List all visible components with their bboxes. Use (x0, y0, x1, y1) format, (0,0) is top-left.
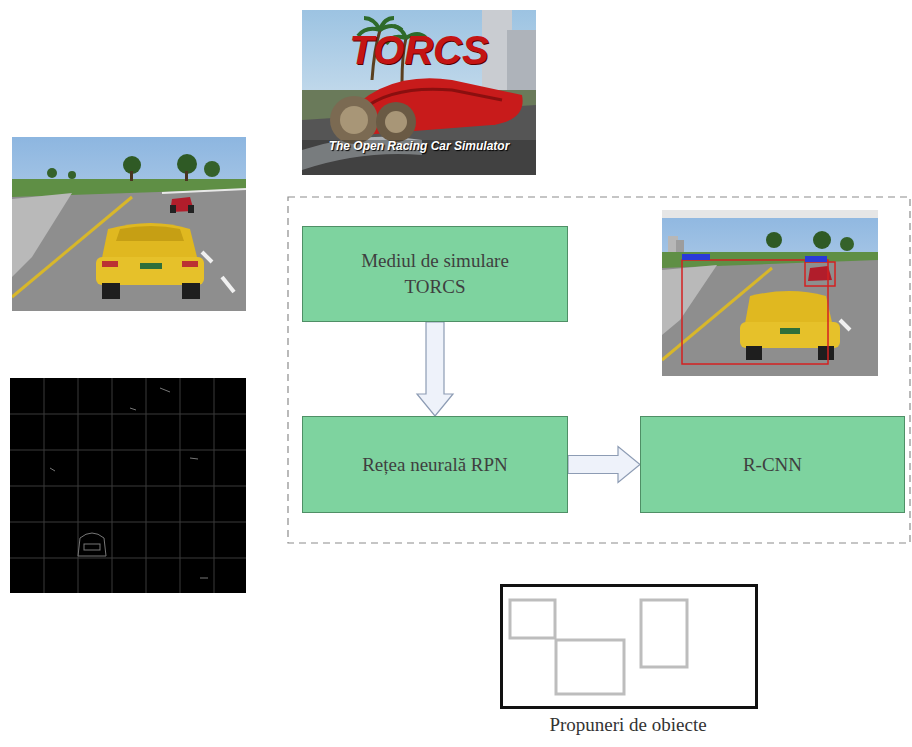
caption-label: Propuneri de obiecte (549, 714, 706, 736)
block-arrow (568, 447, 640, 483)
block-arrow (417, 322, 453, 416)
box-label: R-CNN (743, 452, 802, 478)
process-box: Mediul de simulare TORCS (302, 226, 568, 322)
logo-title: TORCS (349, 28, 488, 73)
game-screenshot (12, 137, 246, 311)
process-box: R-CNN (640, 416, 905, 513)
logo-subtitle: The Open Racing Car Simulator (329, 139, 510, 153)
process-box: Rețea neurală RPN (302, 416, 568, 513)
box-label: Rețea neurală RPN (362, 452, 508, 478)
feature-map-grid (10, 378, 246, 593)
box-label: Mediul de simulare TORCS (335, 248, 535, 299)
detection-screenshot (662, 210, 878, 376)
proposals-illustration (500, 584, 758, 709)
